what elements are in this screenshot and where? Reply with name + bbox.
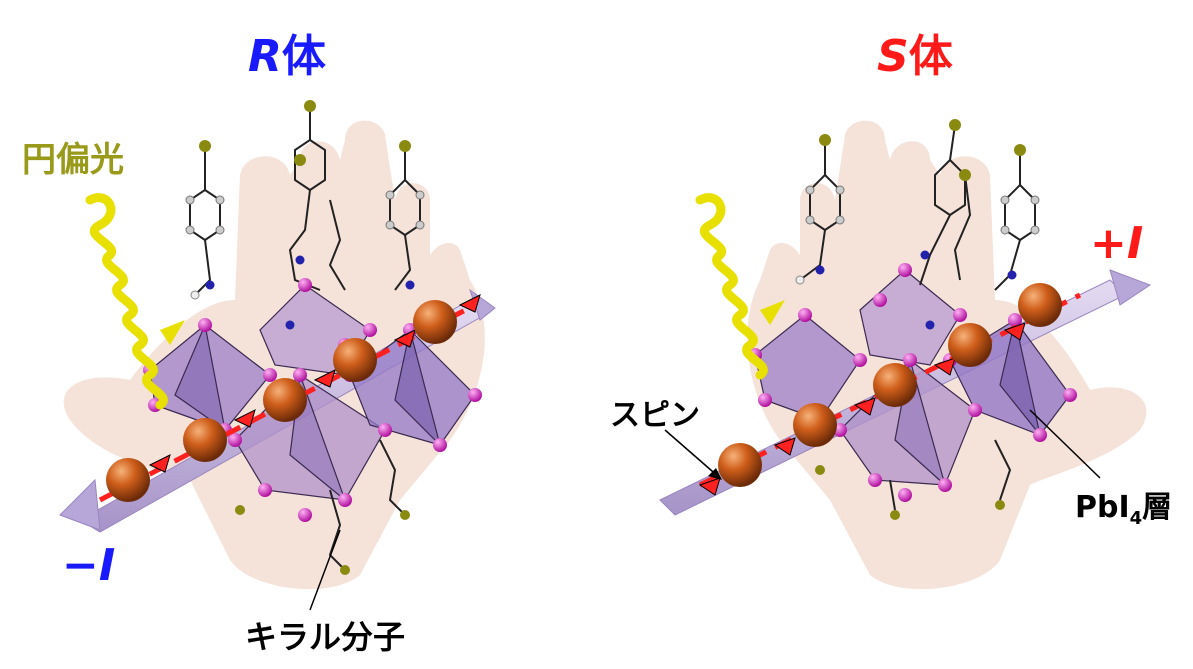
r-isomer-title: R体 bbox=[248, 20, 326, 84]
spin-leader-arrowhead bbox=[708, 468, 722, 480]
spin-leader-line bbox=[664, 429, 721, 479]
minus-current-label: −I bbox=[62, 540, 115, 591]
r-title-suffix: 体 bbox=[281, 31, 326, 82]
left-spin-chain bbox=[98, 294, 481, 503]
chiral-molecule-label: キラル分子 bbox=[245, 618, 406, 656]
right-chiral-molecules bbox=[799, 124, 1036, 511]
minus-current-letter: I bbox=[98, 540, 116, 591]
plus-sign: + bbox=[1090, 218, 1127, 269]
right-iodine-atoms bbox=[748, 263, 1077, 502]
r-panel bbox=[59, 100, 496, 590]
s-title-letter: S bbox=[877, 31, 909, 82]
chiral-leader-line bbox=[309, 529, 341, 611]
s-panel bbox=[659, 119, 1152, 590]
left-molecule-atoms bbox=[185, 100, 425, 575]
minus-sign: − bbox=[62, 540, 99, 591]
plus-current-letter: I bbox=[1126, 218, 1144, 269]
circular-light-label: 円偏光 bbox=[22, 140, 124, 180]
right-circular-light-beam bbox=[695, 193, 785, 380]
r-title-letter: R bbox=[248, 31, 282, 82]
right-molecule-atoms bbox=[795, 119, 1040, 520]
s-isomer-title: S体 bbox=[877, 20, 953, 84]
pbi-subscript: 4 bbox=[1129, 508, 1143, 529]
pbi-suffix: 層 bbox=[1142, 490, 1173, 525]
right-spin-chain bbox=[698, 283, 1082, 496]
pbi4-layer-label: PbI4層 bbox=[1075, 482, 1172, 529]
plus-current-label: +I bbox=[1090, 218, 1143, 269]
pbi-leader-line bbox=[1029, 409, 1101, 479]
pbi-base: PbI bbox=[1075, 490, 1130, 525]
left-circular-light-beam bbox=[85, 193, 185, 410]
spin-label: スピン bbox=[610, 398, 700, 433]
s-title-suffix: 体 bbox=[908, 31, 953, 82]
left-chiral-molecules bbox=[189, 110, 421, 571]
